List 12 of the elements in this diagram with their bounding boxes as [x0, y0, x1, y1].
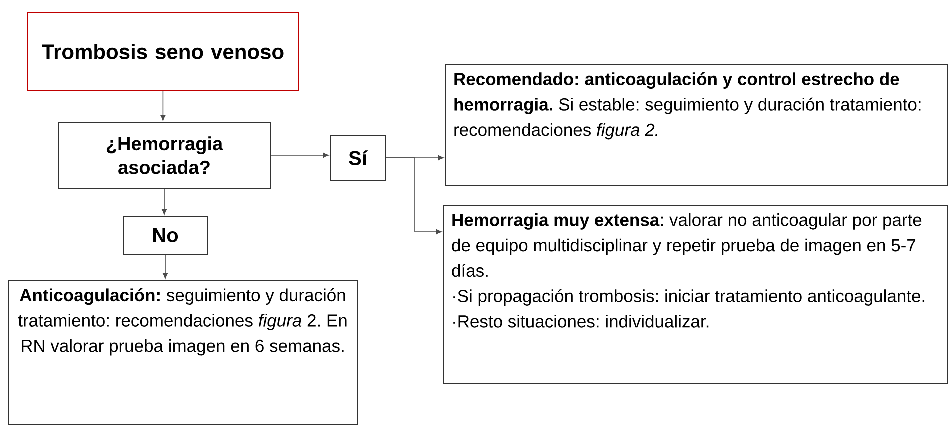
answer-box: No	[123, 216, 208, 255]
arrow	[162, 254, 168, 279]
question-box: ¿Hemorragia asociada?	[58, 122, 271, 189]
arrow	[270, 152, 329, 158]
arrow	[386, 158, 442, 235]
answer-box: Sí	[330, 135, 386, 181]
outcome-box: Hemorragia muy extensa: valorar no anticoagular por parte de equipo multidisciplinar y repetir prueba de imagen en 5-7 días. ·Si propagación trombosis: iniciar tratamiento anticoagulante. ·Resto situaciones: individualizar.	[443, 205, 948, 384]
outcome-box: Anticoagulación: seguimiento y duración tratamiento: recomendaciones figura 2. En RN valorar prueba imagen en 6 semanas.	[8, 280, 358, 425]
outcome-box: Recomendado: anticoagulación y control estrecho de hemorragia. Si estable: seguimiento y duración tratamiento: recomendaciones figura 2.	[445, 64, 948, 186]
arrow	[162, 188, 168, 215]
title-box: Trombosis seno venoso	[27, 12, 300, 92]
arrow	[160, 91, 166, 121]
